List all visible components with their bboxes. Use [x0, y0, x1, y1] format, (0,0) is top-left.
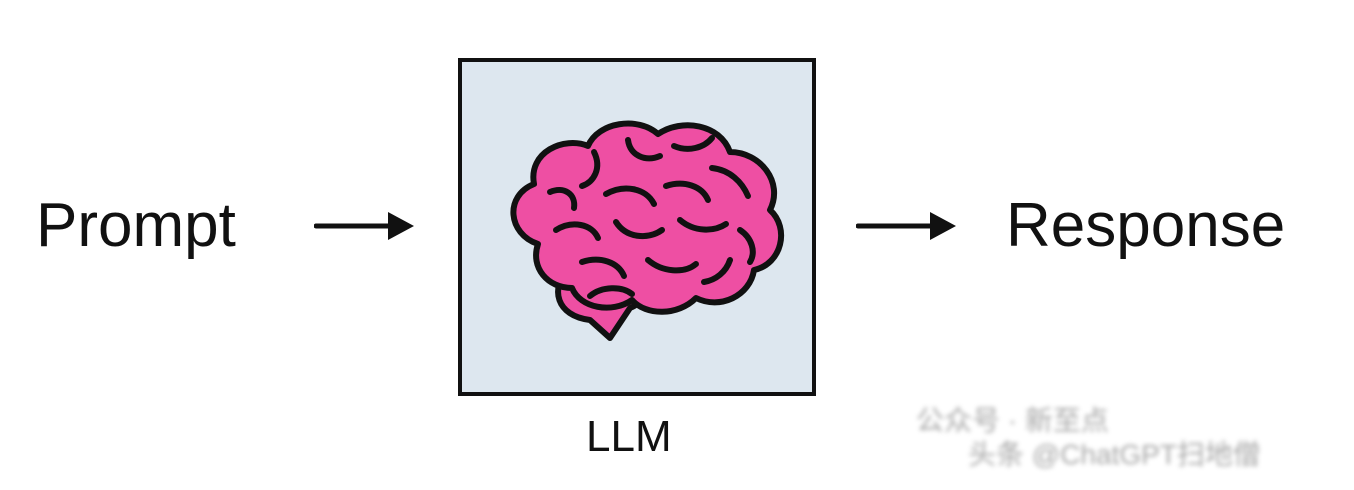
watermark-line-2: 头条 @ChatGPT扫地僧	[968, 439, 1261, 470]
arrow-right-icon	[314, 212, 414, 240]
prompt-label: Prompt	[36, 191, 236, 260]
response-label: Response	[1006, 191, 1286, 260]
arrow-right-icon	[856, 212, 956, 240]
watermark: 公众号 · 新至点 头条 @ChatGPT扫地僧	[916, 404, 1261, 472]
brain-icon	[510, 120, 785, 341]
llm-label: LLM	[586, 412, 672, 461]
watermark-line-1: 公众号 · 新至点	[916, 405, 1109, 436]
llm-box	[458, 58, 816, 396]
